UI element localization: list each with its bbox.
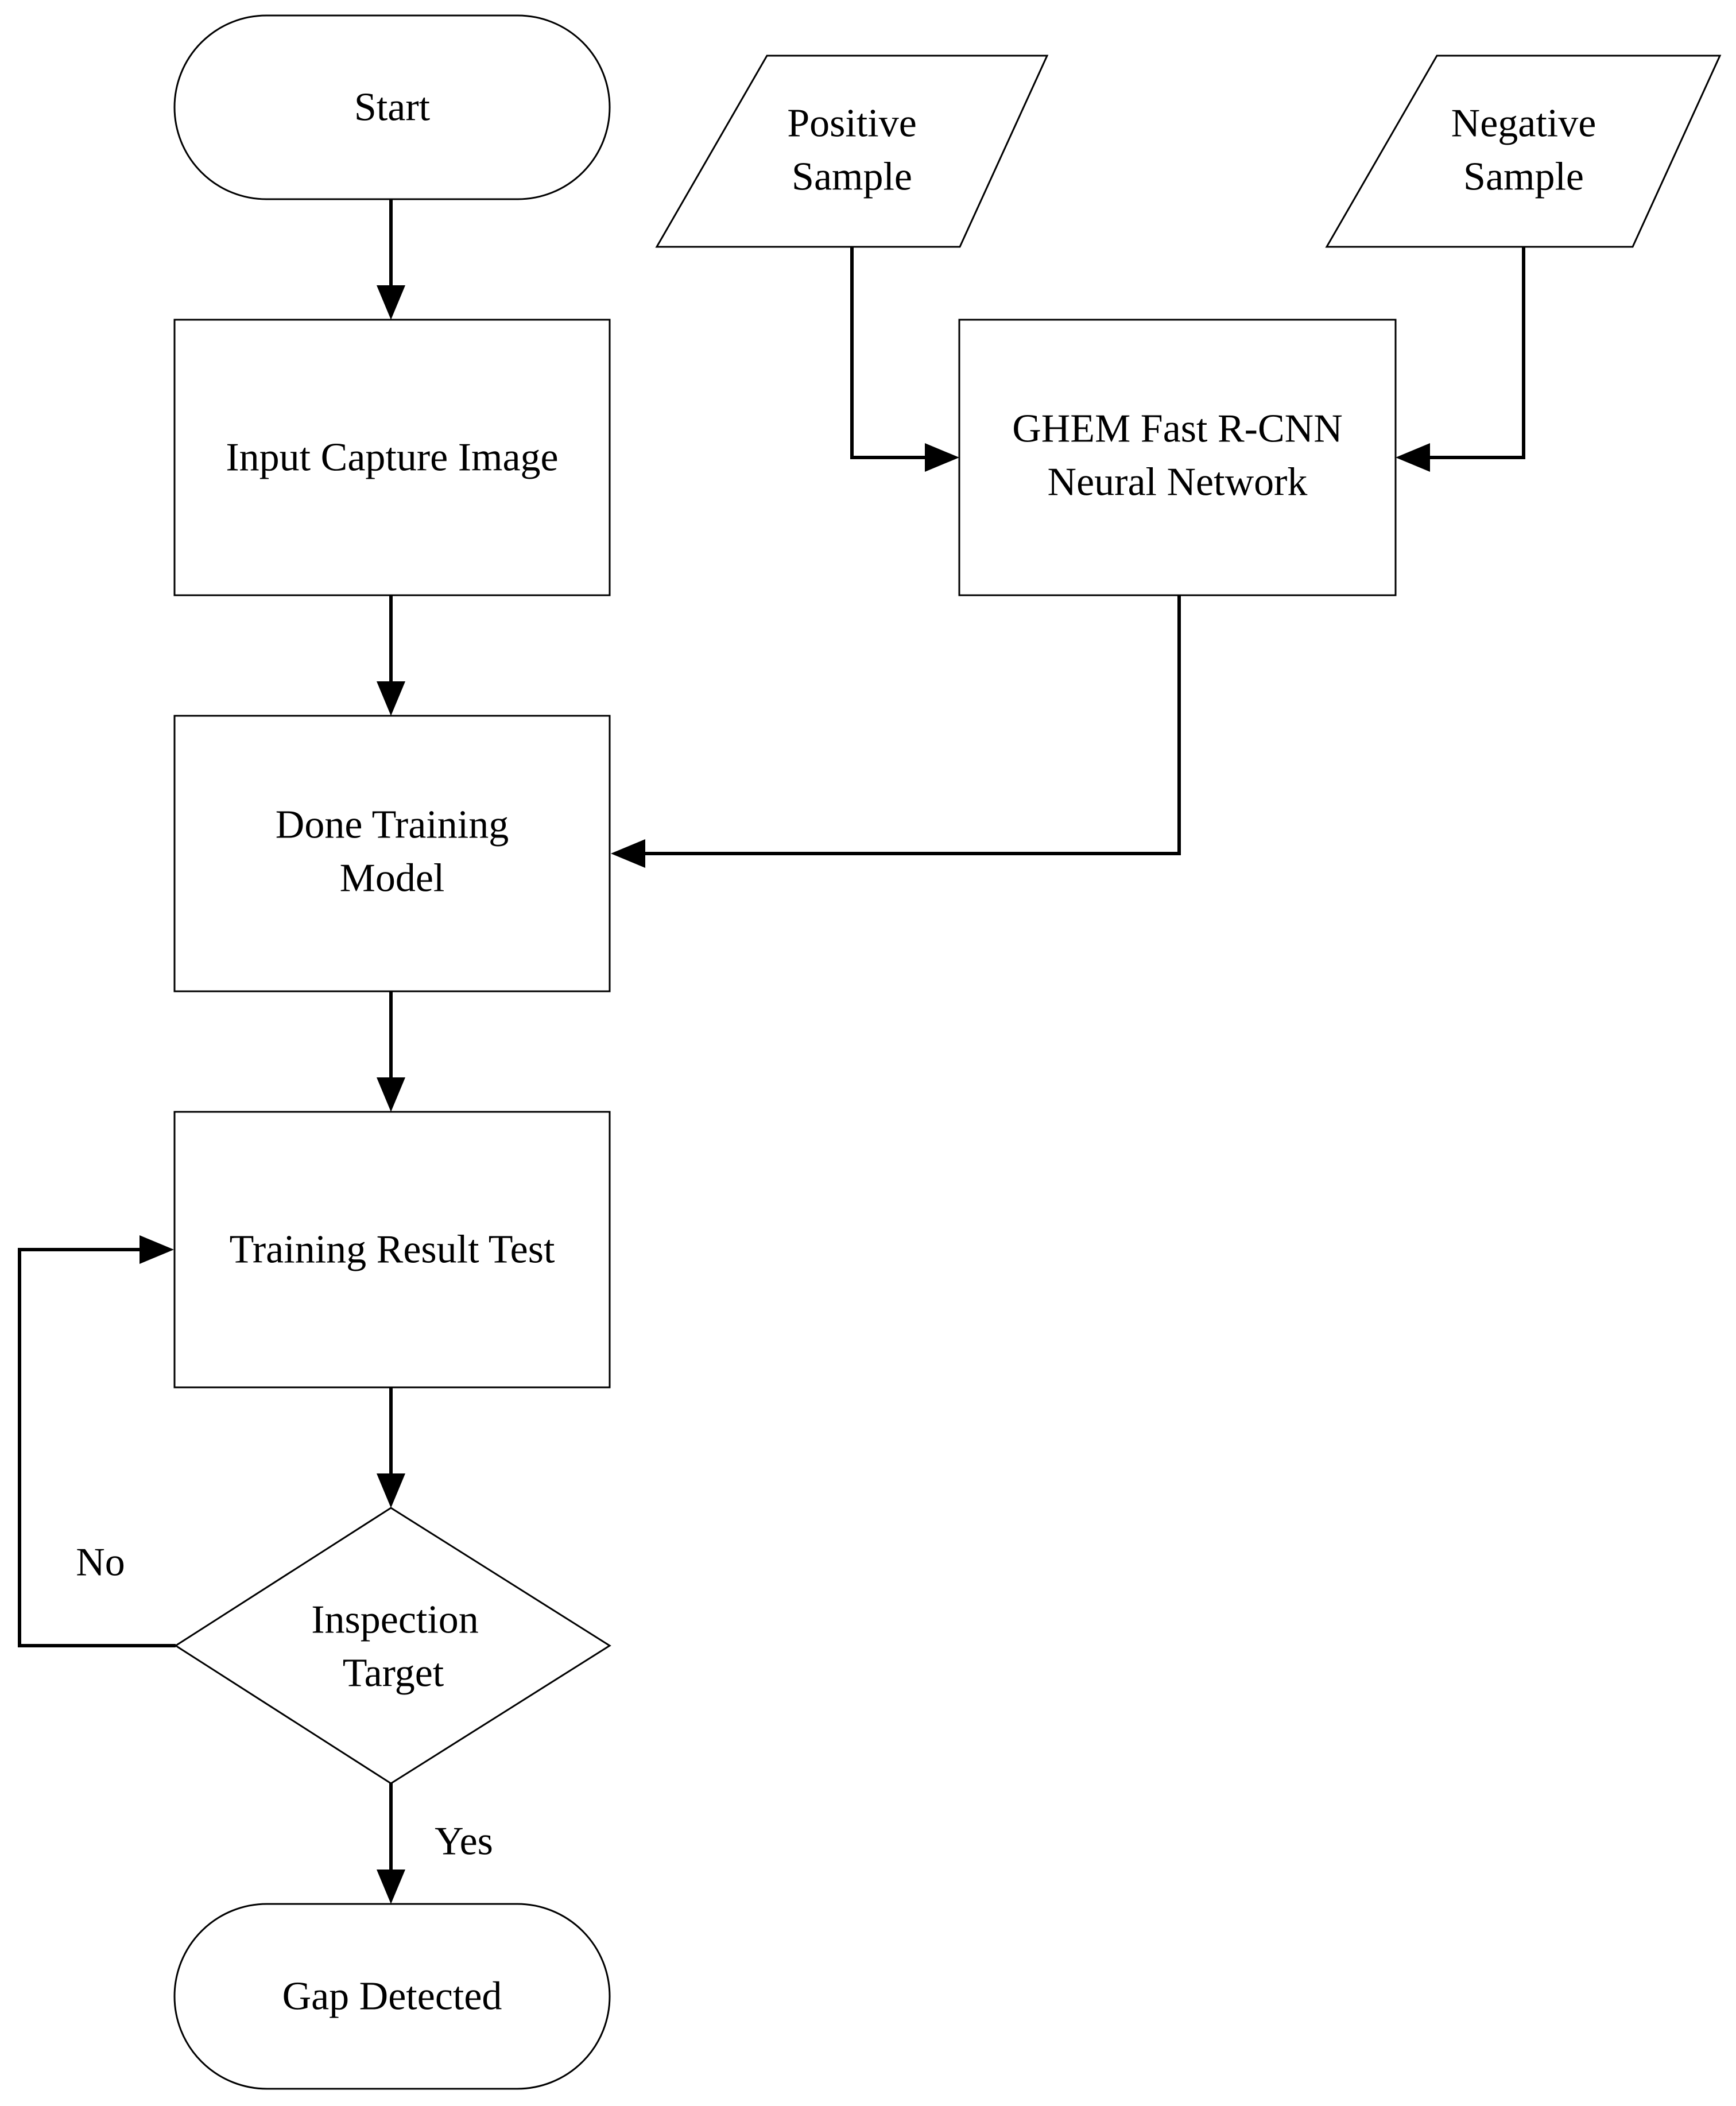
arrowhead-test bbox=[377, 1077, 405, 1112]
edge-label-yes: Yes bbox=[435, 1820, 493, 1864]
edge-negative-to-ghem bbox=[1430, 247, 1525, 459]
gap-detected-terminal: Gap Detected bbox=[173, 1903, 611, 2090]
training-result-test-label: Training Result Test bbox=[230, 1228, 555, 1272]
done-training-model-process: Done Training Model bbox=[173, 715, 611, 992]
inspection-target-label-line2: Target bbox=[343, 1651, 444, 1696]
arrowhead-done-right bbox=[611, 839, 645, 868]
ghem-network-label-line2: Neural Network bbox=[1048, 460, 1308, 505]
gap-detected-label: Gap Detected bbox=[282, 1975, 502, 2019]
arrowhead-input bbox=[377, 285, 405, 320]
positive-sample-label-line2: Sample bbox=[792, 155, 912, 199]
negative-sample-label-line1: Negative bbox=[1451, 102, 1596, 146]
start-terminal: Start bbox=[173, 14, 611, 200]
edge-inspection-no-loop bbox=[18, 1248, 176, 1647]
edge-label-no: No bbox=[76, 1541, 125, 1585]
arrowhead-ghem-left bbox=[925, 443, 959, 472]
arrowhead-test-left bbox=[140, 1235, 174, 1264]
negative-sample-label-line2: Sample bbox=[1463, 155, 1584, 199]
inspection-target-decision: Inspection Target bbox=[174, 1507, 611, 1785]
ghem-network-process: GHEM Fast R-CNN Neural Network bbox=[958, 319, 1397, 596]
positive-sample-label-line1: Positive bbox=[787, 102, 917, 146]
arrowhead-inspection bbox=[377, 1473, 405, 1508]
inspection-target-label-line1: Inspection bbox=[311, 1598, 479, 1642]
positive-sample-input: Positive Sample bbox=[655, 55, 1049, 248]
done-training-model-label-line2: Model bbox=[340, 856, 445, 901]
arrowhead-ghem-right bbox=[1396, 443, 1430, 472]
negative-sample-input: Negative Sample bbox=[1325, 55, 1722, 248]
edges bbox=[18, 199, 1525, 1904]
arrowhead-done bbox=[377, 681, 405, 716]
edge-positive-to-ghem bbox=[850, 247, 925, 459]
arrowhead-gap bbox=[377, 1870, 405, 1904]
training-result-test-process: Training Result Test bbox=[173, 1111, 611, 1389]
ghem-network-label-line1: GHEM Fast R-CNN bbox=[1012, 407, 1343, 451]
input-capture-image-label: Input Capture Image bbox=[226, 436, 558, 480]
edge-ghem-to-done bbox=[645, 595, 1181, 855]
start-label: Start bbox=[354, 86, 431, 130]
done-training-model-label-line1: Done Training bbox=[276, 803, 509, 847]
input-capture-image-process: Input Capture Image bbox=[173, 319, 611, 596]
